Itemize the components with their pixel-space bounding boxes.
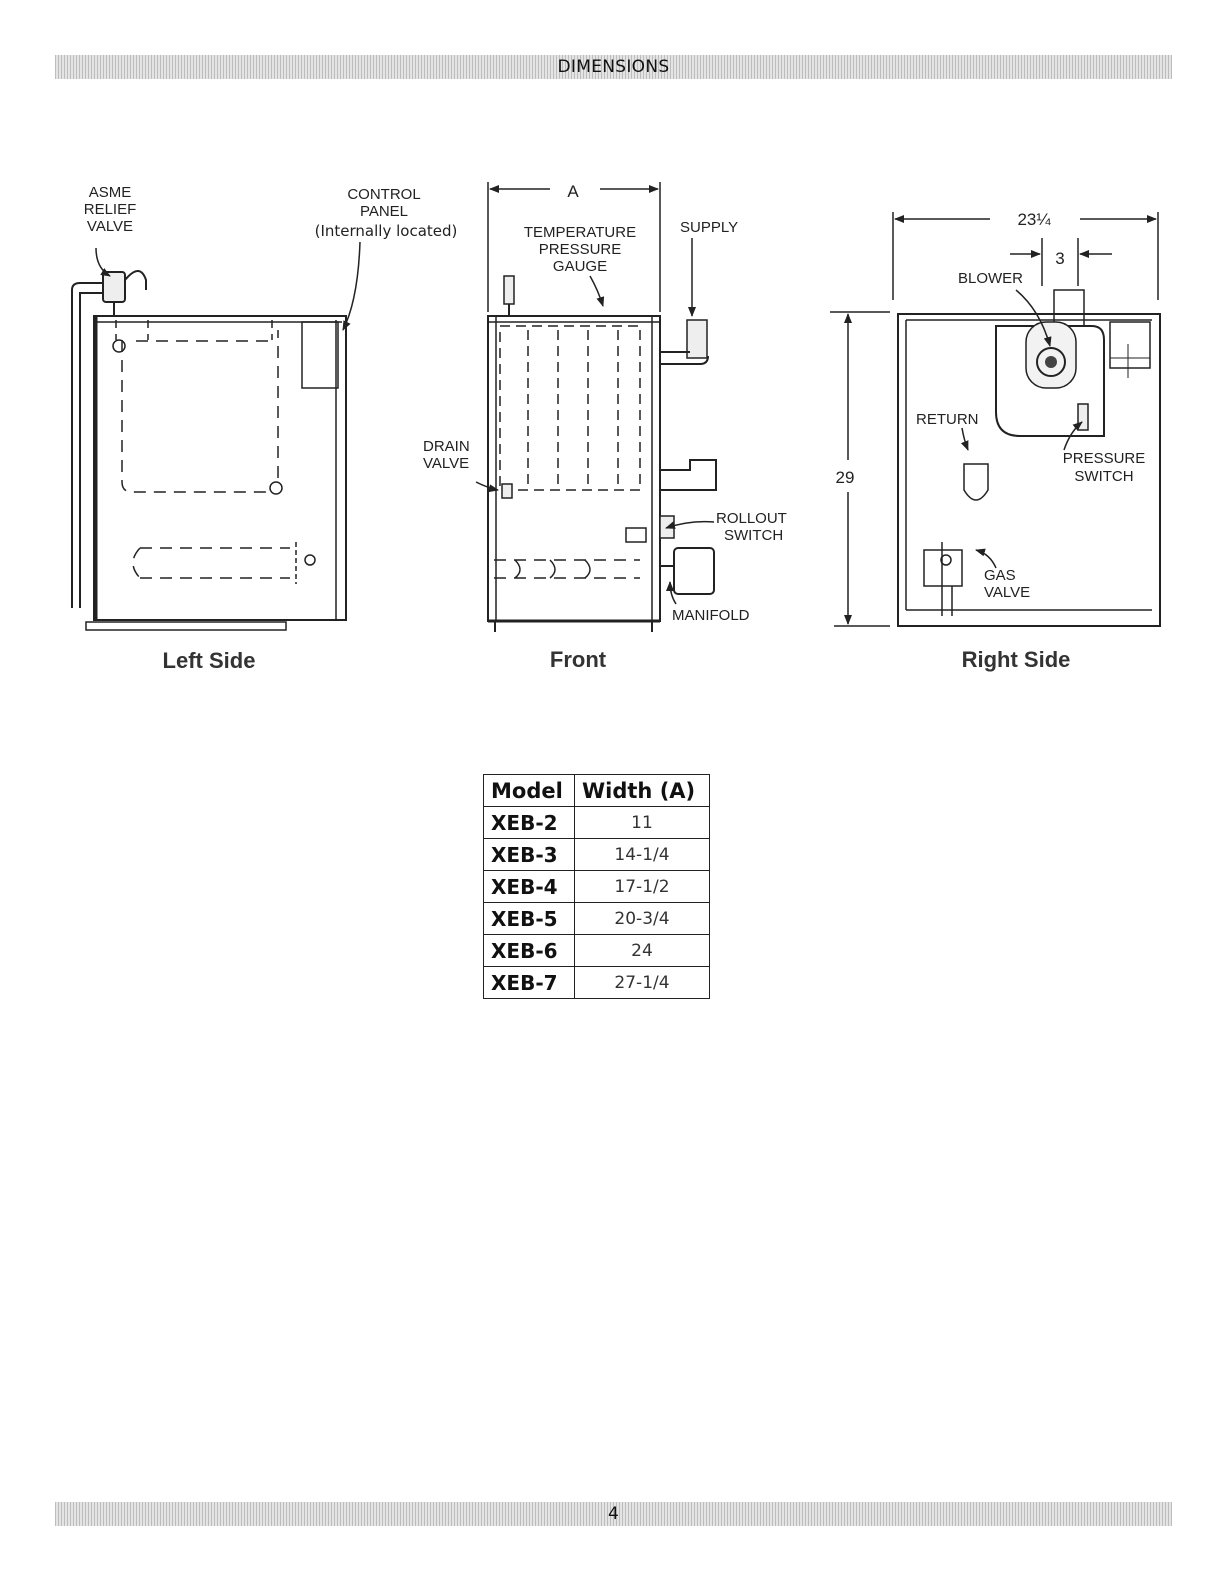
table-row: XEB-5 20-3/4 bbox=[484, 903, 710, 935]
table-row: XEB-2 11 bbox=[484, 807, 710, 839]
cell-model: XEB-4 bbox=[484, 871, 575, 903]
label-pressure-1: PRESSURE bbox=[1063, 450, 1146, 467]
cell-model: XEB-5 bbox=[484, 903, 575, 935]
page-number: 4 bbox=[608, 1504, 619, 1524]
column-header-model: Model bbox=[484, 775, 575, 807]
label-dim-29: 29 bbox=[836, 468, 855, 487]
cell-width: 11 bbox=[575, 807, 710, 839]
label-asme-1: ASME bbox=[89, 184, 132, 201]
footer-bar: 4 bbox=[55, 1502, 1172, 1526]
cell-width: 17-1/2 bbox=[575, 871, 710, 903]
label-asme-2: RELIEF bbox=[84, 201, 137, 218]
label-return: RETURN bbox=[916, 411, 979, 428]
label-gas-2: VALVE bbox=[984, 584, 1030, 601]
label-gas-1: GAS bbox=[984, 567, 1016, 584]
label-blower: BLOWER bbox=[958, 270, 1023, 287]
table-row: XEB-3 14-1/4 bbox=[484, 839, 710, 871]
table-row: XEB-7 27-1/4 bbox=[484, 967, 710, 999]
left-side-drawing bbox=[72, 242, 360, 630]
cell-model: XEB-3 bbox=[484, 839, 575, 871]
label-dim-3: 3 bbox=[1055, 249, 1064, 268]
cell-width: 14-1/4 bbox=[575, 839, 710, 871]
label-rollout-1: ROLLOUT bbox=[716, 510, 787, 527]
table-row: XEB-4 17-1/2 bbox=[484, 871, 710, 903]
label-pressure-2: SWITCH bbox=[1074, 468, 1133, 485]
table-row: XEB-6 24 bbox=[484, 935, 710, 967]
label-temp-2: PRESSURE bbox=[539, 241, 622, 258]
front-title: Front bbox=[550, 647, 607, 672]
label-temp-1: TEMPERATURE bbox=[524, 224, 636, 241]
label-temp-3: GAUGE bbox=[553, 258, 607, 275]
model-width-table: Model Width (A) XEB-2 11 XEB-3 14-1/4 XE… bbox=[483, 774, 710, 999]
cell-model: XEB-6 bbox=[484, 935, 575, 967]
label-drain-2: VALVE bbox=[423, 455, 469, 472]
cell-width: 24 bbox=[575, 935, 710, 967]
label-asme-3: VALVE bbox=[87, 218, 133, 235]
label-control-1: CONTROL bbox=[347, 186, 420, 203]
label-drain-1: DRAIN bbox=[423, 438, 470, 455]
label-rollout-2: SWITCH bbox=[724, 527, 783, 544]
cell-model: XEB-2 bbox=[484, 807, 575, 839]
label-supply: SUPPLY bbox=[680, 219, 738, 236]
cell-width: 27-1/4 bbox=[575, 967, 710, 999]
label-manifold: MANIFOLD bbox=[672, 607, 750, 624]
cell-width: 20-3/4 bbox=[575, 903, 710, 935]
column-header-width: Width (A) bbox=[575, 775, 710, 807]
left-side-title: Left Side bbox=[163, 648, 256, 673]
table-header-row: Model Width (A) bbox=[484, 775, 710, 807]
label-dim-a: A bbox=[567, 182, 579, 201]
label-control-3: (Internally located) bbox=[315, 222, 458, 240]
label-control-2: PANEL bbox=[360, 203, 408, 220]
right-side-title: Right Side bbox=[962, 647, 1071, 672]
cell-model: XEB-7 bbox=[484, 967, 575, 999]
label-dim-width: 23¼ bbox=[1017, 210, 1051, 229]
